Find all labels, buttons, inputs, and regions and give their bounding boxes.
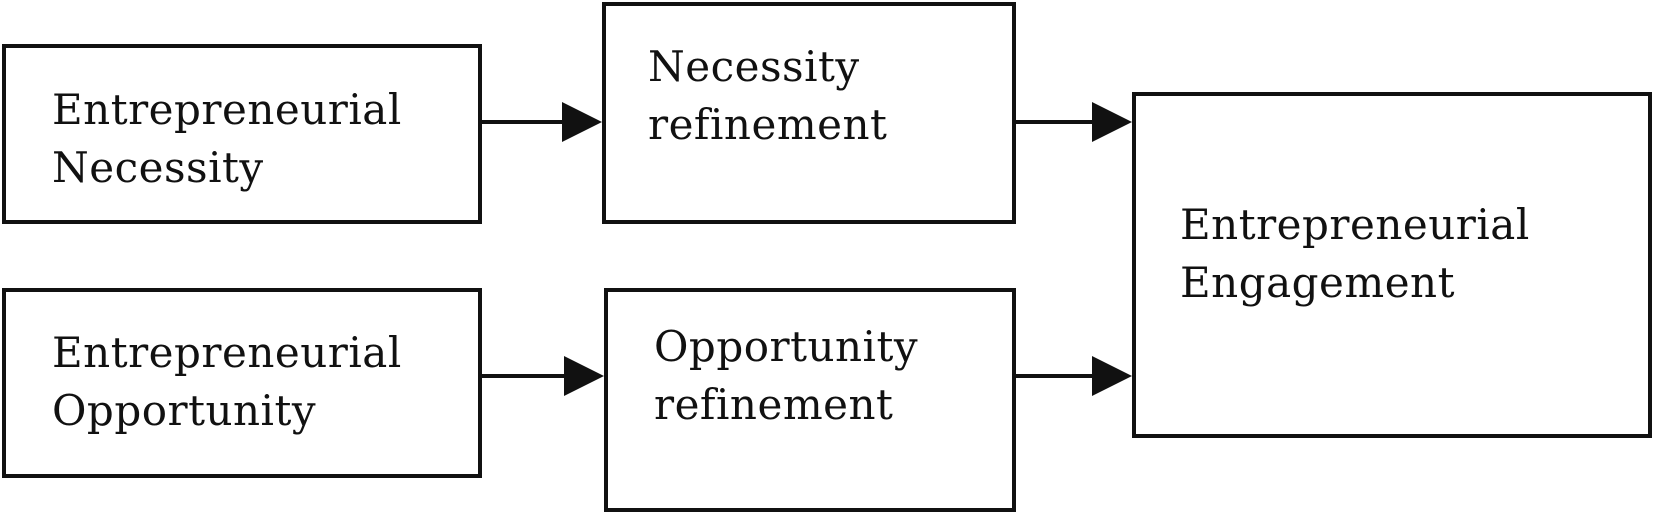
entrepreneurial-opportunity-box: Entrepreneurial Opportunity — [2, 288, 482, 478]
entrepreneurial-engagement-line1: Entrepreneurial — [1180, 200, 1530, 249]
opportunity-refinement-box: Opportunity refinement — [604, 288, 1016, 512]
entrepreneurial-engagement-label: Entrepreneurial Engagement — [1180, 196, 1530, 312]
necessity-refinement-box: Necessity refinement — [602, 2, 1016, 224]
necessity-refinement-line1: Necessity — [648, 42, 860, 91]
arrow-necessity-refinement-to-engagement — [1014, 102, 1132, 142]
opportunity-refinement-line1: Opportunity — [654, 322, 919, 371]
entrepreneurial-opportunity-label: Entrepreneurial Opportunity — [52, 324, 402, 440]
entrepreneurial-necessity-box: Entrepreneurial Necessity — [2, 44, 482, 224]
entrepreneurial-necessity-line1: Entrepreneurial — [52, 85, 402, 134]
entrepreneurial-engagement-box: Entrepreneurial Engagement — [1132, 92, 1652, 438]
entrepreneurial-opportunity-line2: Opportunity — [52, 386, 317, 435]
entrepreneurial-necessity-label: Entrepreneurial Necessity — [52, 81, 402, 197]
arrow-opportunity-to-opportunity-refinement — [482, 356, 604, 396]
arrow-necessity-to-necessity-refinement — [482, 102, 602, 142]
entrepreneurial-engagement-line2: Engagement — [1180, 258, 1455, 307]
necessity-refinement-line2: refinement — [648, 100, 888, 149]
arrow-opportunity-refinement-to-engagement — [1014, 356, 1132, 396]
entrepreneurial-opportunity-line1: Entrepreneurial — [52, 328, 402, 377]
necessity-refinement-label: Necessity refinement — [648, 38, 887, 154]
opportunity-refinement-label: Opportunity refinement — [654, 318, 918, 434]
opportunity-refinement-line2: refinement — [654, 380, 894, 429]
entrepreneurial-necessity-line2: Necessity — [52, 143, 264, 192]
